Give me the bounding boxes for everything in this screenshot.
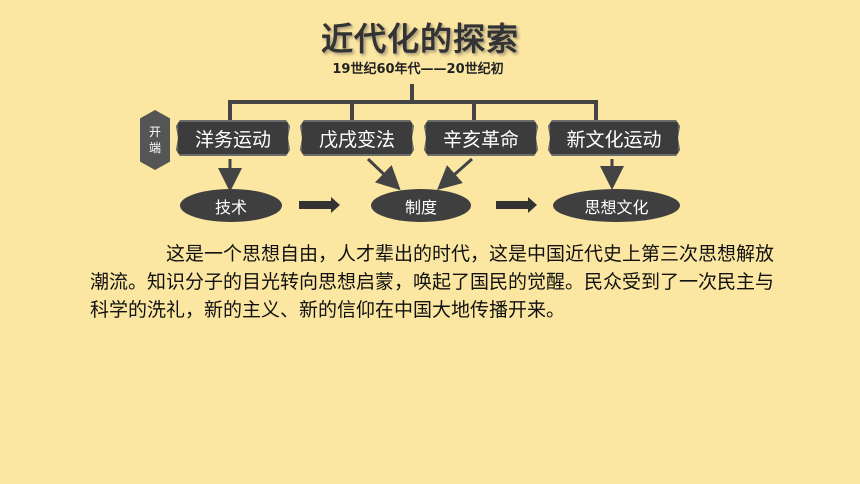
page-subtitle: 19世纪60年代——20世纪初	[332, 62, 504, 77]
start-tag-char-2: 端	[148, 141, 161, 155]
page-title: 近代化的探索	[320, 20, 519, 58]
arrow-system-to-thought	[496, 197, 537, 213]
event-new-culture-movement: 新文化运动	[548, 120, 680, 156]
start-tag-char-1: 开	[148, 125, 161, 139]
body-paragraph: 这是一个思想自由，人才辈出的时代，这是中国近代史上第三次思想解放潮流。知识分子的…	[90, 243, 775, 321]
outcome-system: 制度	[371, 189, 471, 222]
arrow-xinhai-system	[437, 157, 473, 190]
outcome-thought-culture: 思想文化	[553, 189, 680, 222]
arrow-wuxu-system	[366, 157, 401, 191]
event-wuxu-reform: 戊戌变法	[300, 120, 414, 156]
event-xinhai-revolution: 辛亥革命	[424, 120, 538, 156]
outcome-technology: 技术	[180, 189, 282, 222]
start-tag: 开 端	[140, 110, 170, 170]
arrow-tech-to-system	[299, 197, 340, 213]
timeline-bracket	[228, 84, 598, 120]
event-yangwu-movement: 洋务运动	[176, 120, 290, 156]
